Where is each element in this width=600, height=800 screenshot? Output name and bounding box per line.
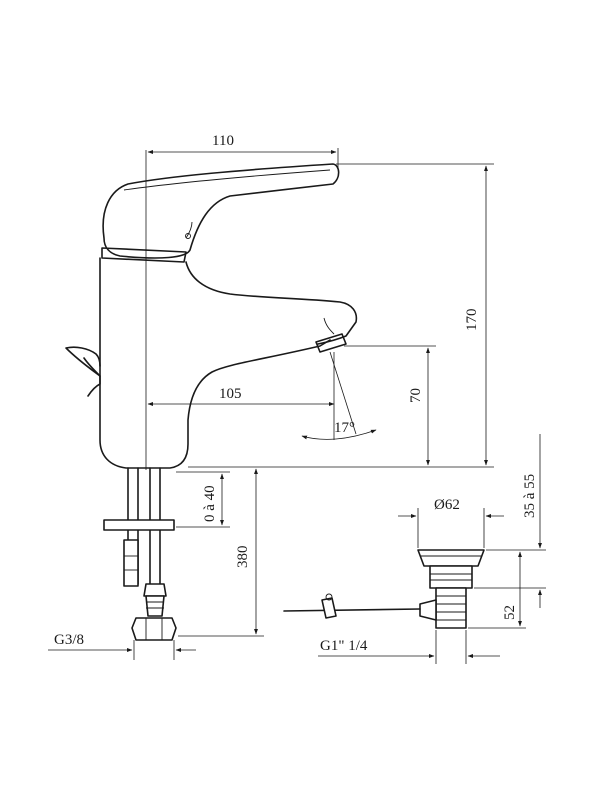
label-drain-thread: G1" 1/4 (320, 638, 368, 654)
hex-nut (131, 617, 177, 641)
label-height-total: 170 (464, 309, 480, 332)
label-inlet-thread: G3/8 (54, 632, 84, 648)
label-lift-range: 0 à 40 (202, 485, 218, 522)
label-spout-reach: 105 (219, 386, 242, 402)
label-width-total: 110 (212, 133, 234, 149)
faucet-body (99, 257, 331, 469)
label-drain-diameter: Ø62 (434, 497, 460, 513)
label-spout-height: 70 (408, 388, 424, 403)
label-spout-angle: 17° (334, 420, 355, 436)
spout (185, 261, 358, 345)
mounting-plate (103, 519, 175, 531)
lever-handle (102, 163, 340, 259)
dimension-lines (48, 148, 546, 664)
faucet-outline (65, 163, 358, 641)
label-drain-height: 52 (502, 605, 518, 620)
lift-rod-knob (65, 346, 101, 377)
drain-assembly (283, 549, 485, 629)
label-hose-length: 380 (235, 546, 251, 569)
label-drain-range: 35 à 55 (522, 474, 538, 518)
